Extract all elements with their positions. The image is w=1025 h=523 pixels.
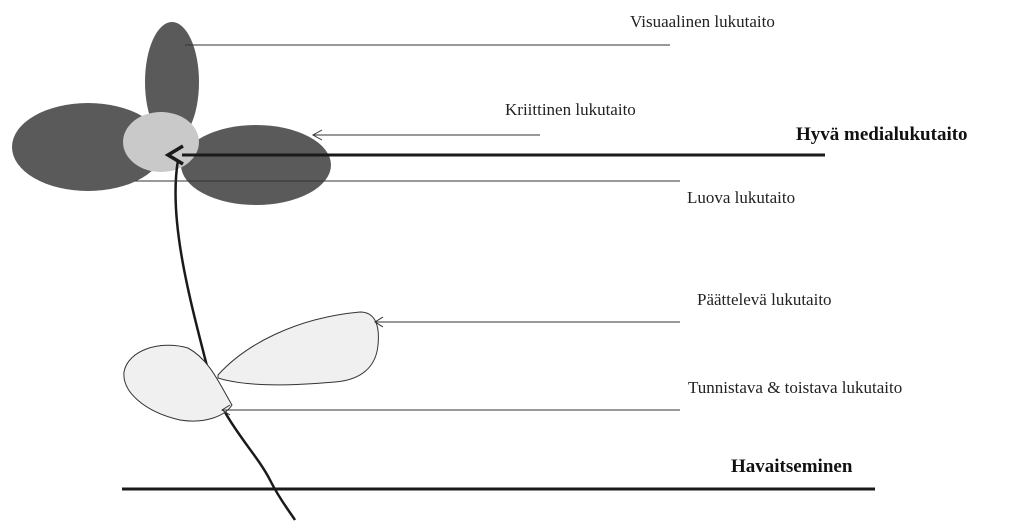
havaitseminen-label: Havaitseminen [731, 456, 852, 478]
lower-leaf [124, 345, 232, 421]
tunnistava-label: Tunnistava & toistava lukutaito [688, 378, 902, 398]
right-petal [181, 125, 331, 205]
paatteleva-label: Päättelevä lukutaito [697, 290, 832, 310]
upper-leaf [218, 312, 378, 385]
center-circle [123, 112, 199, 172]
visuaalinen-label: Visuaalinen lukutaito [630, 12, 775, 32]
hyva-medialukutaito-label: Hyvä medialukutaito [796, 124, 968, 146]
kriittinen-label: Kriittinen lukutaito [505, 100, 636, 120]
luova-label: Luova lukutaito [687, 188, 795, 208]
